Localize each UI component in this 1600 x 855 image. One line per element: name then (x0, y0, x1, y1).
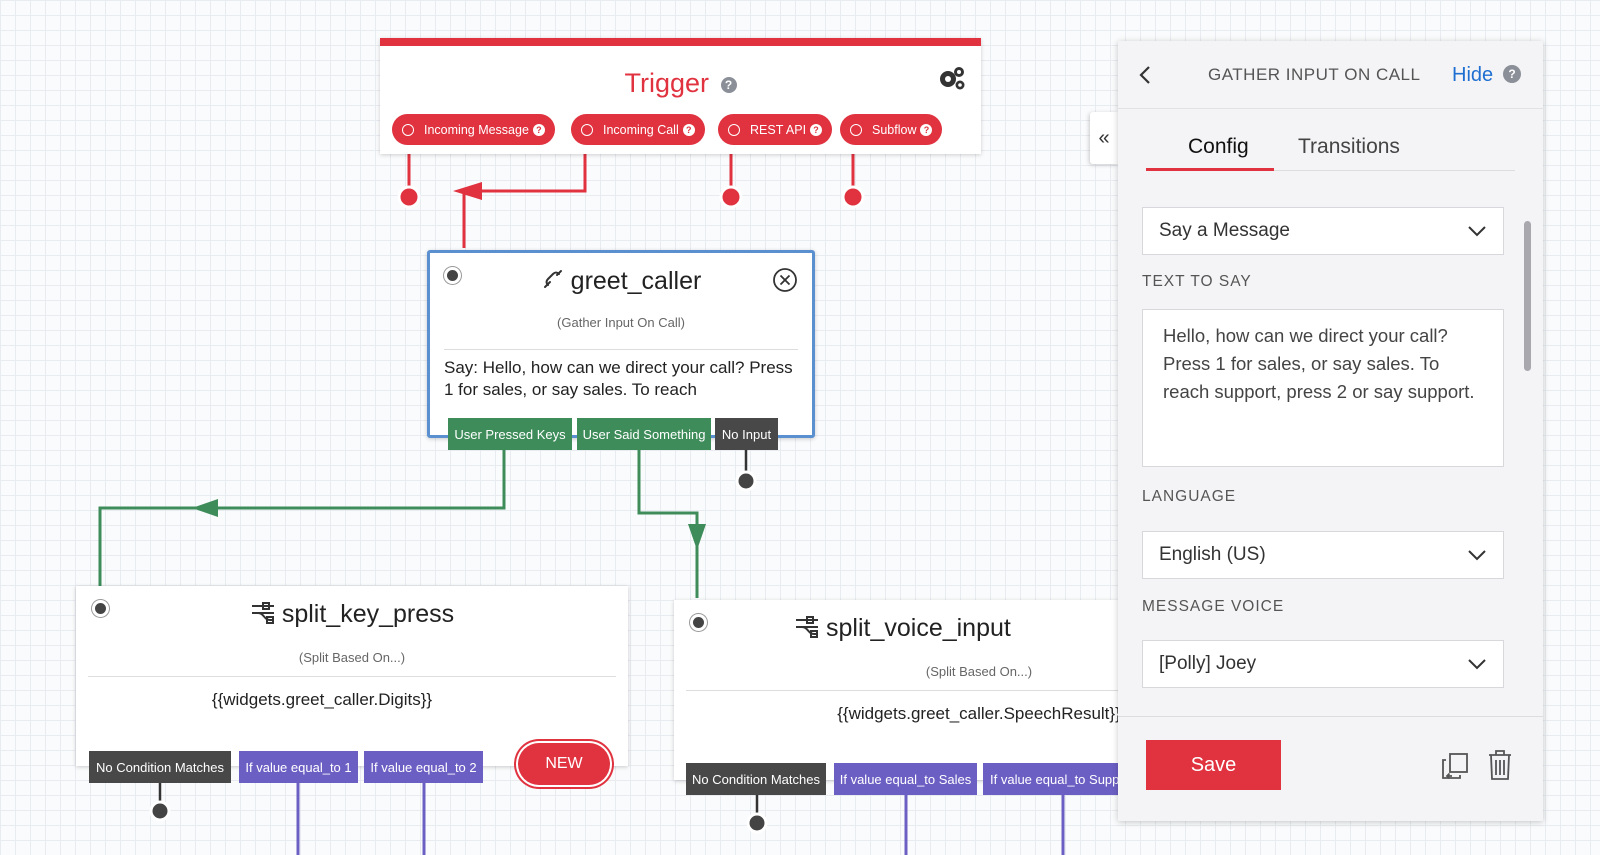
language-select-value: English (US) (1159, 544, 1266, 565)
widget-name: split_voice_input (826, 614, 1011, 642)
widget-variable: {{widgets.greet_caller.SpeechResult}} (837, 704, 1121, 723)
widget-variable: {{widgets.greet_caller.Digits}} (211, 690, 433, 709)
duplicate-icon[interactable] (1440, 751, 1470, 781)
trigger-incoming-call[interactable]: Incoming Call ? (571, 114, 705, 145)
mode-select-value: Say a Message (1159, 220, 1290, 241)
help-icon[interactable]: ? (920, 123, 933, 136)
trigger-incoming-message[interactable]: Incoming Message ? (392, 114, 555, 145)
input-port[interactable] (92, 600, 109, 617)
divider (686, 690, 1124, 691)
split-voice-input-widget[interactable]: split_voice_input (Split Based On...) {{… (674, 600, 1124, 780)
panel-scrollbar[interactable] (1524, 221, 1531, 371)
transition-no-input[interactable]: No Input (715, 418, 778, 450)
transition-equal-1[interactable]: If value equal_to 1 (239, 751, 358, 783)
mode-select[interactable]: Say a Message (1142, 207, 1504, 255)
widget-summary: Say: Hello, how can we direct your call?… (444, 358, 793, 399)
split-icon (796, 616, 818, 638)
new-transition-button[interactable]: NEW (518, 743, 610, 785)
collapse-panel-button[interactable]: « (1090, 112, 1118, 164)
widget-title-row: split_voice_input (794, 614, 1124, 643)
voice-select[interactable]: [Polly] Joey (1142, 640, 1504, 688)
divider (88, 676, 616, 677)
split-key-press-widget[interactable]: split_key_press (Split Based On...) {{wi… (76, 586, 628, 766)
back-icon[interactable] (1138, 65, 1152, 85)
help-icon[interactable]: ? (682, 123, 695, 136)
widget-config-panel: GATHER INPUT ON CALL Hide ? Config Trans… (1118, 41, 1543, 821)
widget-title-row: split_key_press (76, 600, 628, 629)
chevron-down-icon (1468, 226, 1486, 237)
trigger-widget[interactable]: Trigger ? Incoming Message ? Incoming Ca… (380, 38, 981, 154)
trigger-subflow[interactable]: Subflow ? (840, 114, 943, 145)
language-select[interactable]: English (US) (1142, 531, 1504, 579)
radio-icon (850, 123, 862, 136)
pill-label: REST API (750, 122, 807, 137)
trigger-title: Trigger (624, 68, 709, 98)
message-voice-label: MESSAGE VOICE (1142, 598, 1285, 615)
trigger-title-row: Trigger ? (380, 68, 981, 99)
transition-user-pressed-keys[interactable]: User Pressed Keys (448, 418, 572, 450)
transition-equal-2[interactable]: If value equal_to 2 (364, 751, 483, 783)
radio-icon (581, 123, 593, 136)
close-icon[interactable] (772, 267, 798, 293)
transition-no-condition[interactable]: No Condition Matches (89, 751, 231, 783)
trigger-rest-api[interactable]: REST API ? (718, 114, 833, 145)
transition-equal-sales[interactable]: If value equal_to Sales (834, 763, 977, 795)
greet-caller-widget[interactable]: greet_caller (Gather Input On Call) Say:… (427, 250, 815, 438)
transition-user-said-something[interactable]: User Said Something (577, 418, 711, 450)
radio-icon (402, 123, 414, 136)
tab-transitions[interactable]: Transitions (1298, 135, 1400, 158)
tab-config[interactable]: Config (1188, 135, 1249, 158)
phone-icon (543, 270, 562, 288)
panel-title: GATHER INPUT ON CALL (1208, 65, 1421, 84)
help-icon[interactable]: ? (720, 76, 737, 93)
trash-icon[interactable] (1488, 749, 1512, 781)
text-to-say-label: TEXT TO SAY (1142, 273, 1252, 290)
voice-select-value: [Polly] Joey (1159, 653, 1257, 674)
input-port[interactable] (690, 614, 707, 631)
pill-label: Incoming Message (424, 122, 529, 137)
transition-equal-support[interactable]: If value equal_to Supp (983, 763, 1123, 795)
gear-icon[interactable] (937, 63, 967, 93)
panel-header: GATHER INPUT ON CALL Hide ? (1118, 41, 1543, 109)
chevron-down-icon (1468, 659, 1486, 670)
pill-label: Incoming Call (603, 122, 679, 137)
pill-label: Subflow (872, 122, 917, 137)
divider (444, 349, 798, 350)
save-button[interactable]: Save (1146, 740, 1281, 790)
widget-type: (Gather Input On Call) (557, 315, 685, 330)
help-icon[interactable]: ? (810, 123, 823, 136)
transition-no-condition[interactable]: No Condition Matches (686, 763, 826, 795)
panel-tabs: Config Transitions (1146, 131, 1515, 171)
radio-icon (728, 123, 740, 136)
widget-type: (Split Based On...) (925, 664, 1033, 679)
split-icon (251, 602, 274, 624)
panel-footer: Save (1118, 716, 1543, 821)
widget-name: split_key_press (281, 600, 455, 628)
widget-name: greet_caller (570, 267, 702, 295)
text-to-say-input[interactable]: Hello, how can we direct your call? Pres… (1142, 309, 1504, 467)
chevron-down-icon (1468, 550, 1486, 561)
language-label: LANGUAGE (1142, 488, 1237, 505)
input-port[interactable] (444, 267, 461, 284)
help-icon[interactable]: ? (532, 123, 545, 136)
active-tab-indicator (1146, 168, 1274, 171)
help-icon[interactable]: ? (1503, 65, 1521, 83)
widget-type: (Split Based On...) (298, 650, 406, 665)
widget-title-row: greet_caller (430, 267, 812, 296)
hide-panel-link[interactable]: Hide (1452, 64, 1494, 86)
